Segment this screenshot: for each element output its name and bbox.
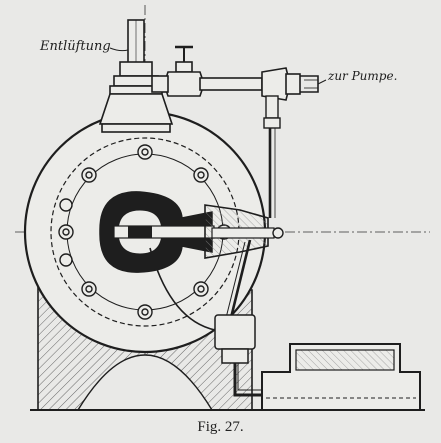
lower-cock xyxy=(214,314,272,397)
figure-caption: Fig. 27. xyxy=(197,419,244,435)
impeller-hub xyxy=(99,191,215,273)
pump-pipe xyxy=(199,67,319,101)
lower-tank xyxy=(261,343,425,411)
top-valve xyxy=(151,45,205,97)
vent-label: Entlüftung xyxy=(39,39,111,54)
vent-stack xyxy=(98,19,174,133)
pump-label: zur Pumpe. xyxy=(327,69,397,83)
bearing-bracket xyxy=(204,204,284,259)
drain-pipe xyxy=(263,95,281,218)
label-leaders xyxy=(109,47,327,85)
